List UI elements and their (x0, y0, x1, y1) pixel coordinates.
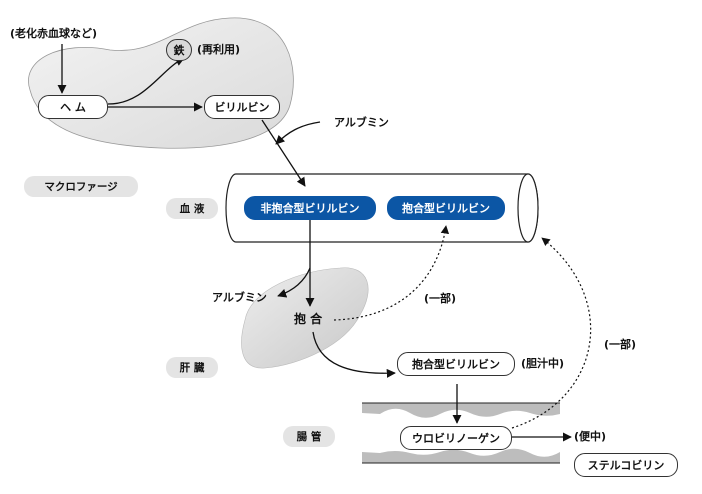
conjugated-bilirubin-bile-node: 抱合型ビリルビン (397, 352, 515, 376)
blood-vessel-tube (225, 173, 539, 243)
arrow-conjugation-to-bile (312, 331, 396, 378)
urobilinogen-node: ウロビリノーゲン (400, 426, 512, 450)
stool-note: (便中) (574, 430, 607, 443)
unconjugated-bilirubin-node: 非抱合型ビリルビン (244, 196, 376, 220)
bilirubin-node: ビリルビン (204, 95, 280, 119)
liver-region-tag: 肝 臓 (166, 357, 218, 378)
albumin-label-left: アルブミン (212, 291, 267, 304)
conjugation-label: 抱 合 (294, 312, 323, 326)
arrow-bilirubin-to-blood (261, 119, 306, 187)
liver-shape (241, 267, 369, 369)
arrow-conjugation-to-blood (333, 225, 450, 321)
arrow-urobilinogen-to-blood (511, 237, 592, 429)
iron-node: 鉄 (166, 39, 192, 61)
arrow-release-albumin (277, 267, 311, 298)
stercobilin-node: ステルコビリン (574, 453, 678, 477)
conjugated-bilirubin-blood-node: 抱合型ビリルビン (387, 196, 505, 220)
bile-note: (胆汁中) (521, 357, 565, 370)
iron-note: (再利用) (197, 43, 241, 56)
source-label: (老化赤血球など) (10, 27, 98, 40)
macrophage-region-tag: マクロファージ (24, 176, 138, 197)
arrow-heme-to-iron (107, 57, 185, 105)
blood-region-tag: 血 液 (166, 198, 218, 219)
partial-label-liver: (一部) (424, 292, 457, 305)
albumin-label-top: アルブミン (334, 116, 389, 129)
partial-label-intestine: (一部) (604, 338, 637, 351)
heme-node: ヘ ム (38, 95, 108, 119)
intestine-region-tag: 腸 管 (283, 426, 335, 447)
arrow-albumin-join (275, 121, 321, 145)
intestine-band (362, 402, 560, 464)
